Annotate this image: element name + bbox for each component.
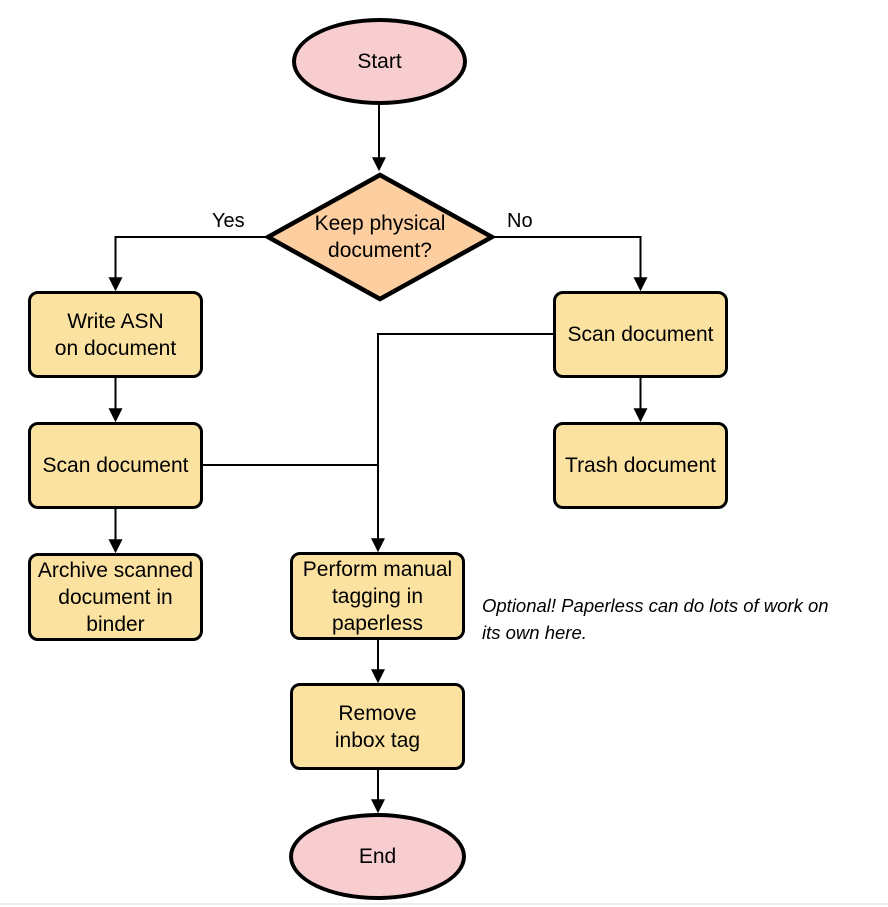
edge-scan-right-to-tagging bbox=[371, 333, 553, 553]
node-remove-inbox-tag-label: Remove inbox tag bbox=[334, 701, 421, 752]
node-end: End bbox=[289, 813, 466, 900]
node-scan-document-left-label: Scan document bbox=[42, 454, 189, 477]
node-manual-tagging-label: Perform manual tagging in paperless bbox=[302, 557, 453, 635]
node-trash-document-label: Trash document bbox=[565, 454, 716, 477]
node-scan-document-right: Scan document bbox=[553, 291, 728, 378]
node-archive-in-binder: Archive scanned document in binder bbox=[28, 553, 203, 641]
node-start-label: Start bbox=[357, 50, 402, 73]
page-bottom-edge bbox=[0, 903, 888, 905]
node-scan-document-left: Scan document bbox=[28, 422, 203, 509]
edge-label-no: No bbox=[507, 210, 533, 232]
diamond-polygon bbox=[265, 172, 495, 302]
edge-label-yes: Yes bbox=[212, 210, 245, 232]
node-archive-in-binder-label: Archive scanned document in binder bbox=[37, 558, 194, 636]
node-write-asn-label: Write ASN on document bbox=[54, 309, 177, 360]
node-decision-keep-physical: Keep physical document? bbox=[265, 172, 495, 302]
node-scan-document-right-label: Scan document bbox=[567, 323, 714, 346]
node-end-label: End bbox=[358, 845, 397, 868]
decision-diamond-shape bbox=[265, 172, 495, 302]
annotation-optional-note: Optional! Paperless can do lots of work … bbox=[482, 595, 829, 643]
node-decision-label: Keep physical document? bbox=[314, 212, 446, 262]
edge-no-branch bbox=[495, 236, 648, 292]
node-trash-document: Trash document bbox=[553, 422, 728, 509]
edge-yes-branch bbox=[108, 236, 265, 292]
node-remove-inbox-tag: Remove inbox tag bbox=[290, 683, 465, 770]
node-start: Start bbox=[292, 18, 467, 105]
node-write-asn: Write ASN on document bbox=[28, 291, 203, 378]
node-manual-tagging: Perform manual tagging in paperless bbox=[290, 552, 465, 640]
